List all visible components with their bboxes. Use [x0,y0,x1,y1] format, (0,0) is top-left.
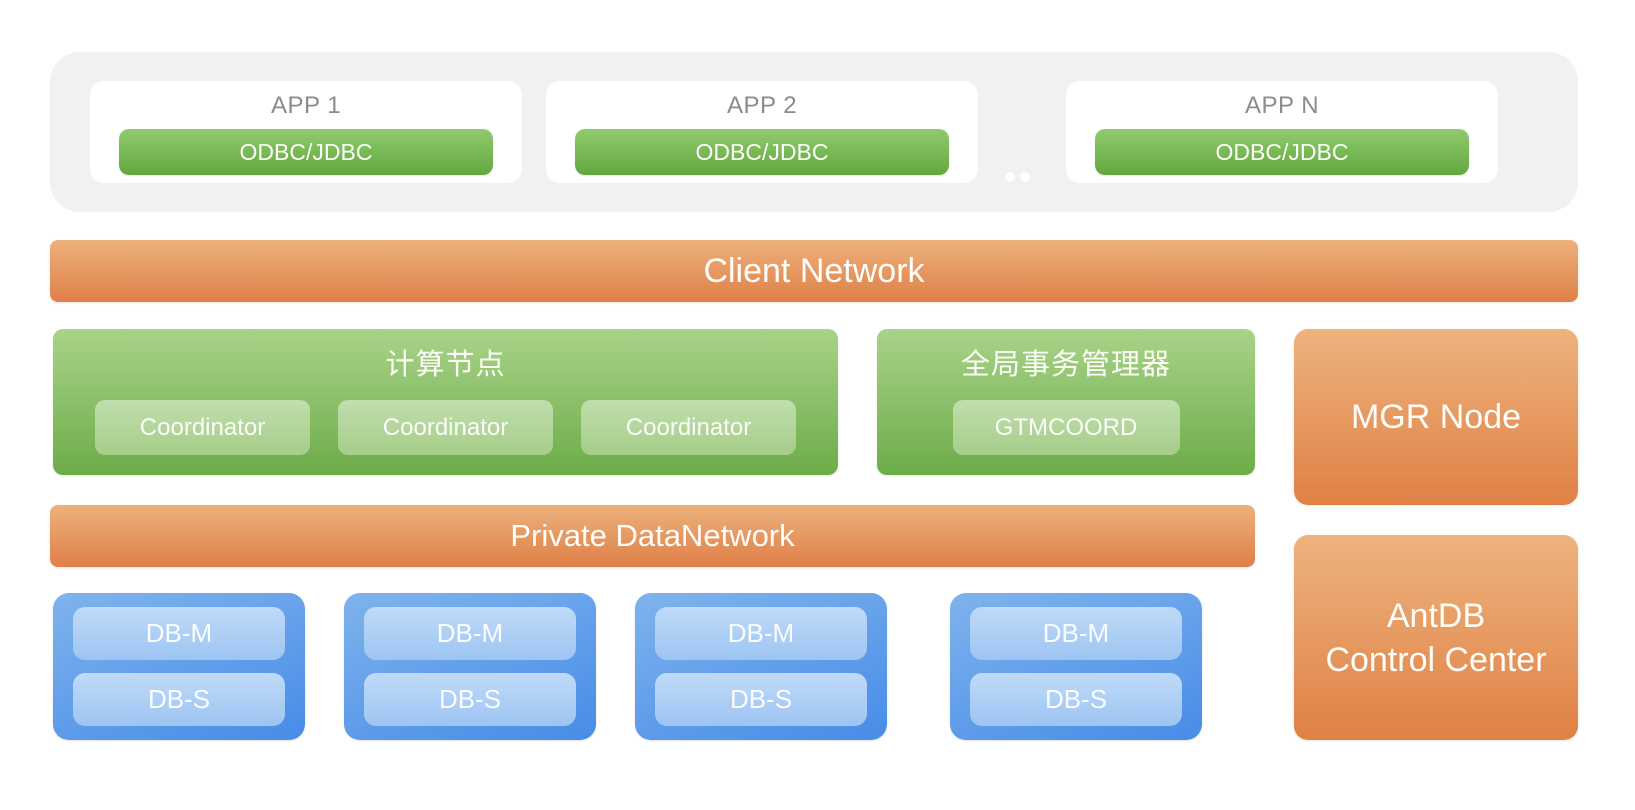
coordinator-row: Coordinator Coordinator Coordinator [53,400,838,455]
gtm-title: 全局事务管理器 [960,349,1171,381]
app-n-label: APP N [1244,92,1320,119]
db-node-group-3: DB-M DB-S [635,593,887,740]
more-apps-ellipsis [1002,81,1042,241]
ellipsis-dot-icon [1005,172,1015,182]
ellipsis-dot-icon [1020,172,1030,182]
app-1-label: APP 1 [270,92,342,119]
db-standby-block: DB-S [73,673,285,726]
app-n-odbc-jdbc-block: ODBC/JDBC [1095,129,1469,175]
mgr-node-label: MGR Node [1350,398,1522,436]
compute-node-box: 计算节点 Coordinator Coordinator Coordinator [53,329,838,475]
app-layer-container: APP 1 ODBC/JDBC APP 2 ODBC/JDBC APP N OD… [50,52,1578,241]
global-transaction-manager-box: 全局事务管理器 GTMCOORD [877,329,1255,475]
private-data-network-bar: Private DataNetwork [50,505,1255,567]
db-master-block: DB-M [73,607,285,660]
db-standby-block: DB-S [655,673,867,726]
mgr-node-box: MGR Node [1294,329,1578,505]
coordinator-block-1: Coordinator [95,400,310,455]
db-standby-block: DB-S [970,673,1182,726]
control-center-label-line2: Control Center [1325,640,1547,679]
gtmcoord-row: GTMCOORD [877,400,1255,455]
app-2-label: APP 2 [726,92,798,119]
gtmcoord-block: GTMCOORD [952,400,1180,455]
app-2-odbc-jdbc-block: ODBC/JDBC [575,129,949,175]
client-network-bar: Client Network [50,240,1578,302]
compute-node-title: 计算节点 [385,349,506,381]
app-card-2: APP 2 ODBC/JDBC [546,81,978,183]
control-center-label-line1: AntDB [1386,596,1486,635]
coordinator-block-3: Coordinator [581,400,796,455]
app-1-odbc-jdbc-block: ODBC/JDBC [119,129,493,175]
app-card-1: APP 1 ODBC/JDBC [90,81,522,183]
db-node-group-2: DB-M DB-S [344,593,596,740]
db-standby-block: DB-S [364,673,576,726]
coordinator-block-2: Coordinator [338,400,553,455]
db-master-block: DB-M [364,607,576,660]
db-node-group-1: DB-M DB-S [53,593,305,740]
app-card-n: APP N ODBC/JDBC [1066,81,1498,183]
antdb-control-center-box: AntDB Control Center [1294,535,1578,740]
db-master-block: DB-M [970,607,1182,660]
db-node-group-4: DB-M DB-S [950,593,1202,740]
db-master-block: DB-M [655,607,867,660]
ellipsis-dot-icon [1012,231,1022,241]
